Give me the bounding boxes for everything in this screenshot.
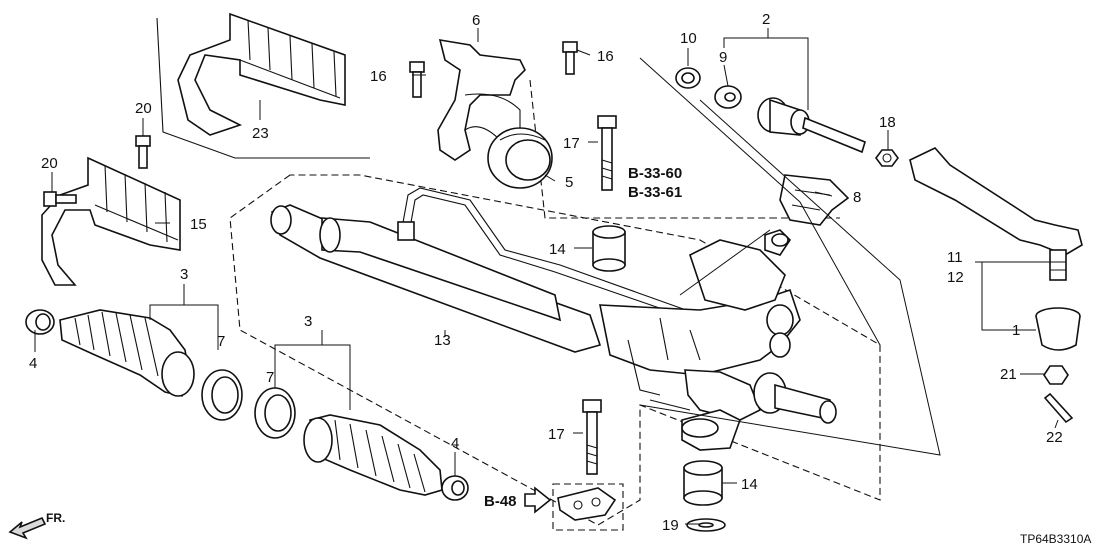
callout-8: 8	[853, 189, 861, 206]
callout-12: 12	[947, 269, 964, 286]
nut-18	[875, 149, 899, 167]
front-direction-arrow	[8, 516, 47, 540]
mount-plate-outline	[552, 483, 624, 531]
tie-rod-end-11	[909, 147, 1083, 281]
callout-3a: 3	[180, 266, 188, 283]
callout-19: 19	[662, 517, 679, 534]
ref-label-b-48[interactable]: B-48	[484, 493, 517, 510]
rack-housing-13	[270, 187, 837, 451]
boot-1	[1035, 307, 1081, 351]
bushing-14b	[683, 460, 723, 506]
callout-3b: 3	[304, 313, 312, 330]
clamp-7b	[254, 387, 296, 439]
callout-15: 15	[190, 216, 207, 233]
nut-21	[1043, 365, 1069, 385]
callout-2: 2	[762, 11, 770, 28]
callout-21: 21	[1000, 366, 1017, 383]
bolt-22	[1043, 392, 1074, 424]
callout-10: 10	[680, 30, 697, 47]
bolt-16b	[562, 41, 578, 75]
callout-5: 5	[565, 174, 573, 191]
callout-7a: 7	[217, 333, 225, 350]
callout-22: 22	[1046, 429, 1063, 446]
bushing-14a	[592, 225, 626, 272]
clamp-7a	[201, 369, 243, 421]
callout-4b: 4	[451, 435, 459, 452]
ref-label-b-33-60[interactable]: B-33-60	[628, 165, 682, 182]
callout-7b: 7	[266, 369, 274, 386]
callout-20a: 20	[135, 100, 152, 117]
callout-1: 1	[1012, 322, 1020, 339]
bolt-16a	[409, 61, 425, 98]
bolt-17a	[597, 115, 617, 191]
ref-arrow-b48	[524, 486, 552, 514]
washer-19	[686, 518, 726, 532]
callout-14a: 14	[549, 241, 566, 258]
valve-ref-outline	[529, 79, 770, 219]
lower-bracket-15	[41, 156, 181, 286]
clamp-4a	[25, 309, 55, 335]
boot-3b	[303, 414, 443, 496]
callout-20b: 20	[41, 155, 58, 172]
callout-13: 13	[434, 332, 451, 349]
callout-6: 6	[472, 12, 480, 29]
callout-17b: 17	[548, 426, 565, 443]
upper-bracket-23	[156, 12, 370, 159]
direction-label: FR.	[46, 511, 65, 525]
callout-17a: 17	[563, 135, 580, 152]
ref-label-b-33-61[interactable]: B-33-61	[628, 184, 682, 201]
diagram-code: TP64B3310A	[1020, 532, 1091, 546]
callout-9: 9	[719, 49, 727, 66]
bolt-20b	[43, 191, 77, 207]
mount-plate	[557, 487, 617, 521]
bushing-5	[487, 127, 553, 189]
callout-14b: 14	[741, 476, 758, 493]
callout-11: 11	[947, 249, 963, 266]
callouts: 2 9 10 18 6 16 16 23 20 20 15 3 7 4 3 7 …	[29, 11, 1063, 534]
callout-4a: 4	[29, 355, 37, 372]
seal-10	[675, 67, 701, 89]
callout-18: 18	[879, 114, 896, 131]
tie-rod-2	[757, 97, 866, 154]
bolt-20a	[135, 135, 151, 169]
callout-23: 23	[252, 125, 269, 142]
boot-3a	[59, 309, 195, 397]
washer-9	[714, 85, 742, 109]
bolt-17b	[582, 399, 602, 475]
leader-lines	[34, 28, 1059, 525]
clamp-4b	[441, 475, 469, 501]
callout-16b: 16	[597, 48, 614, 65]
callout-16a: 16	[370, 68, 387, 85]
